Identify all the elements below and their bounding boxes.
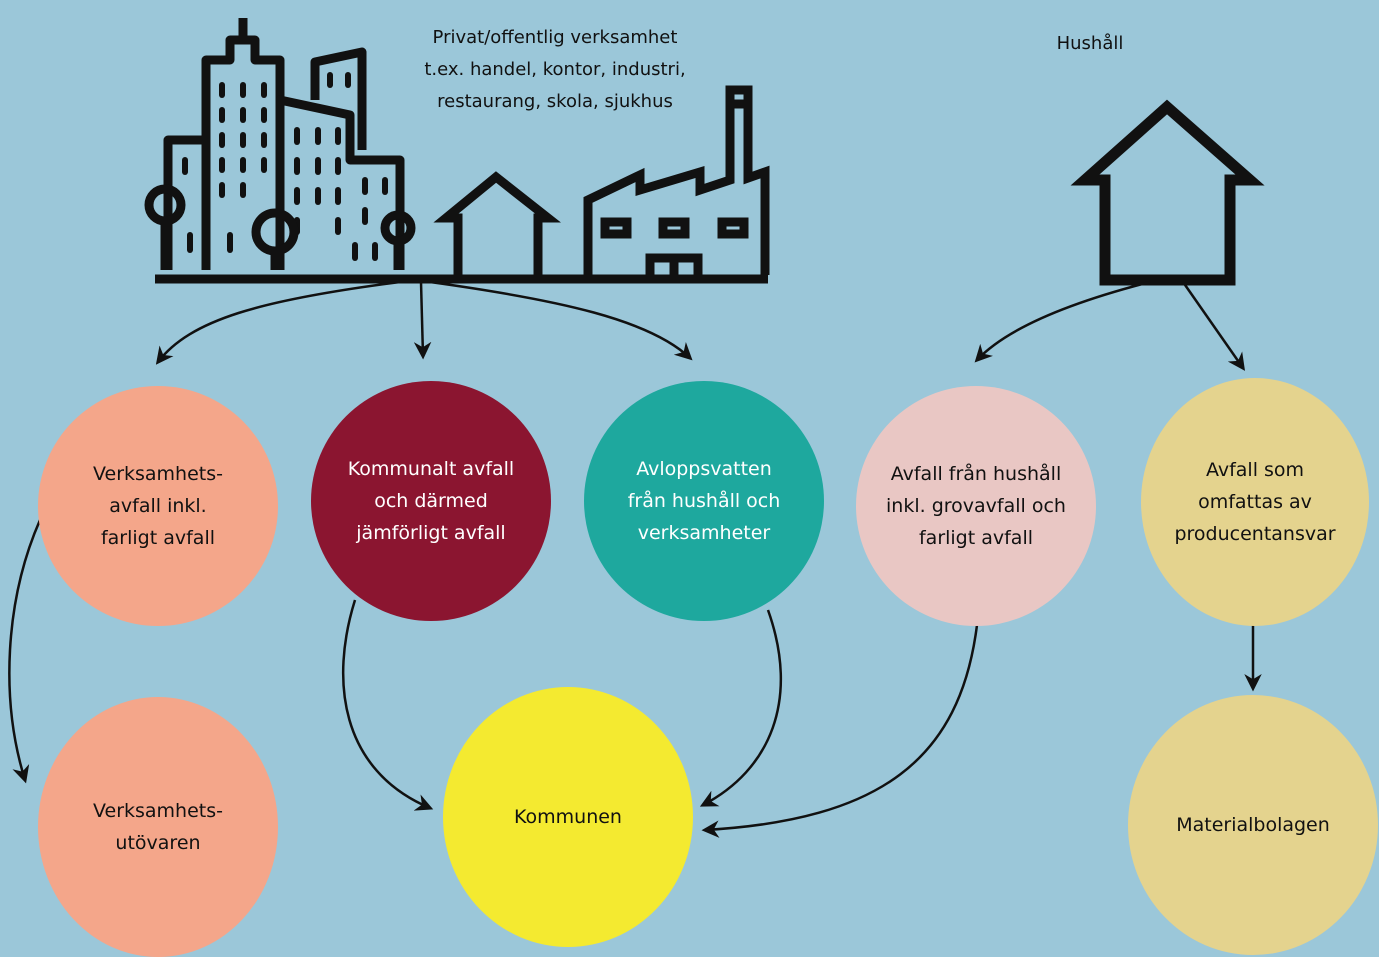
flow-diagram — [8, 18, 1265, 838]
node-kommunalt-label: Kommunalt avfall och därmed jämförligt a… — [347, 458, 515, 544]
node-kommunen: Kommunen — [443, 687, 693, 947]
node-kommunen-label: Kommunen — [514, 806, 622, 828]
node-verksamhetsutovaren-label: Verksamhets- utövaren — [92, 800, 223, 854]
small-house-icon — [433, 171, 561, 275]
node-verksamhetsavfall: Verksamhets- avfall inkl. farligt avfall — [38, 386, 278, 626]
city-buildings-icon — [144, 18, 416, 270]
arrow-icon — [8, 519, 42, 784]
node-avloppsvatten-label: Avloppsvatten från hushåll och verksamhe… — [627, 458, 781, 544]
node-materialbolagen-label: Materialbolagen — [1176, 814, 1330, 836]
node-verksamhetsavfall-label: Verksamhets- avfall inkl. farligt avfall — [92, 463, 223, 549]
business-label: Privat/offentlig verksamhet t.ex. handel… — [424, 27, 686, 112]
arrow-icon — [413, 281, 432, 360]
arrow-icon — [701, 624, 979, 838]
household-label: Hushåll — [1056, 33, 1124, 54]
arrows — [8, 280, 1262, 838]
arrow-icon — [699, 609, 783, 807]
node-producentansvar: Avfall som omfattas av producentansvar — [1141, 378, 1369, 626]
node-hushallsavfall-label: Avfall från hushåll inkl. grovavfall och… — [886, 463, 1066, 549]
node-kommunalt: Kommunalt avfall och därmed jämförligt a… — [311, 381, 551, 621]
node-hushallsavfall: Avfall från hushåll inkl. grovavfall och… — [856, 386, 1096, 626]
arrow-icon — [1181, 281, 1246, 371]
node-verksamhetsutovaren: Verksamhets- utövaren — [38, 697, 278, 957]
arrow-icon — [341, 599, 434, 811]
node-materialbolagen: Materialbolagen — [1128, 695, 1378, 955]
node-avloppsvatten: Avloppsvatten från hushåll och verksamhe… — [584, 381, 824, 621]
arrow-icon — [974, 280, 1151, 363]
node-producentansvar-label: Avfall som omfattas av producentansvar — [1174, 459, 1336, 545]
arrow-icon — [155, 280, 401, 365]
arrow-icon — [429, 280, 693, 361]
household-house-icon — [1070, 99, 1265, 286]
factory-icon — [583, 85, 770, 275]
